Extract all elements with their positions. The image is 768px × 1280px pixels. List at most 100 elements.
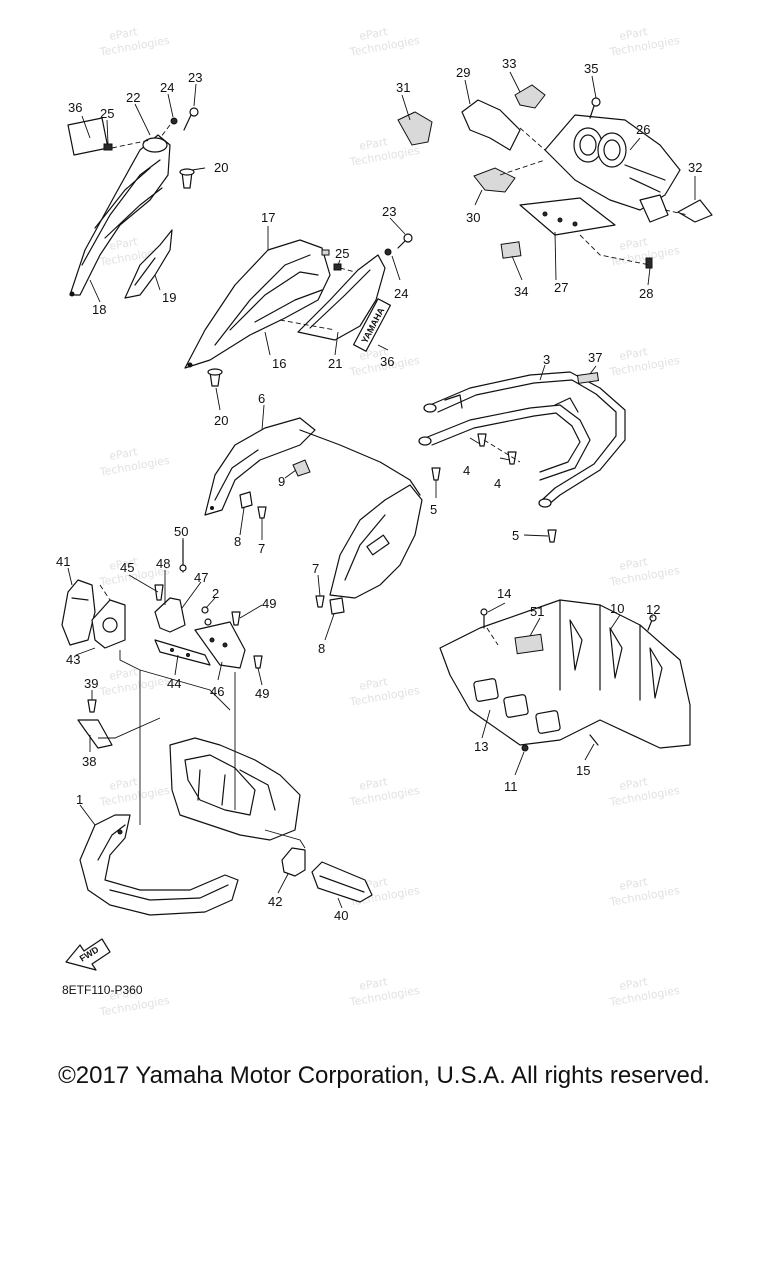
callouts: 1 2 3 4 4 5 5 6 7 7 8 8 9 10 11 12 13 14… (56, 56, 702, 923)
bracket-44 (154, 639, 211, 666)
callout-33: 33 (502, 56, 516, 71)
bolt-20-upper (179, 168, 195, 189)
svg-text:ePart: ePart (358, 25, 389, 43)
callout-2: 2 (212, 586, 219, 601)
callout-38: 38 (82, 754, 96, 769)
callout-3: 3 (543, 352, 550, 367)
clip-25-left (103, 143, 113, 151)
callout-23: 23 (382, 204, 396, 219)
svg-text:ePart: ePart (618, 775, 649, 793)
left-trim-piece (124, 229, 173, 299)
bolt-5-a (431, 467, 441, 481)
bolt-49-lower (253, 655, 263, 669)
assembly-line (99, 584, 111, 601)
callout-10: 10 (610, 601, 624, 616)
screws-2 (201, 606, 212, 626)
callout-25: 25 (335, 246, 349, 261)
bolt-7-upper (257, 506, 267, 519)
callout-7: 7 (312, 561, 319, 576)
callout-32: 32 (688, 160, 702, 175)
leader-lines (67, 71, 696, 909)
svg-text:ePart: ePart (108, 445, 139, 463)
callout-40: 40 (334, 908, 348, 923)
svg-text:ePart: ePart (108, 555, 139, 573)
callout-42: 42 (268, 894, 282, 909)
svg-text:ePart: ePart (618, 345, 649, 363)
callout-49: 49 (255, 686, 269, 701)
svg-text:ePart: ePart (108, 25, 139, 43)
assembly-line (264, 829, 306, 849)
callout-18: 18 (92, 302, 106, 317)
assembly-line (483, 439, 521, 463)
bracket-42 (281, 847, 306, 877)
bracket-41 (61, 579, 96, 646)
assembly-line (486, 627, 499, 646)
callout-47: 47 (194, 570, 208, 585)
callout-20: 20 (214, 413, 228, 428)
assembly-line (579, 234, 651, 266)
svg-text:ePart: ePart (618, 975, 649, 993)
callout-16: 16 (272, 356, 286, 371)
bolt-50 (179, 539, 187, 573)
bolt-39 (87, 699, 97, 713)
callout-23: 23 (188, 70, 202, 85)
callout-37: 37 (588, 350, 602, 365)
fwd-arrow-icon: FWD (65, 938, 111, 971)
callout-29: 29 (456, 65, 470, 80)
washer-24-left (170, 117, 178, 125)
callout-26: 26 (636, 122, 650, 137)
callout-39: 39 (84, 676, 98, 691)
callout-25: 25 (100, 106, 114, 121)
bracket-32 (677, 199, 713, 223)
assembly-line (111, 139, 151, 149)
rear-flap-assembly (439, 599, 691, 749)
bolt-23-left (183, 107, 199, 131)
svg-text:ePart: ePart (108, 775, 139, 793)
svg-text:ePart: ePart (358, 975, 389, 993)
bracket-48 (154, 597, 186, 633)
label-51 (514, 633, 544, 655)
callout-1: 1 (76, 792, 83, 807)
gauge-mount-plate-27 (519, 197, 616, 236)
callout-48: 48 (156, 556, 170, 571)
callout-9: 9 (278, 474, 285, 489)
bracket-38 (77, 719, 113, 749)
rear-handle-bar (418, 371, 626, 508)
bolt-23-center (397, 233, 413, 249)
right-cowl-side-21 (297, 254, 386, 341)
callout-4: 4 (463, 463, 470, 478)
cover-31 (397, 111, 433, 146)
washer-24-center (384, 248, 392, 256)
handle-40 (311, 861, 373, 903)
callout-8: 8 (318, 641, 325, 656)
center-cowl-panel (184, 239, 331, 369)
frame-chassis (169, 737, 301, 841)
callout-11: 11 (504, 779, 518, 794)
svg-text:ePart: ePart (108, 985, 139, 1003)
decal-37 (576, 372, 600, 384)
svg-text:ePart: ePart (358, 775, 389, 793)
diagram-code: 8ETF110-P360 (62, 983, 143, 997)
svg-text:ePart: ePart (618, 555, 649, 573)
svg-text:ePart: ePart (618, 235, 649, 253)
callout-4: 4 (494, 476, 501, 491)
callout-36: 36 (380, 354, 394, 369)
callout-51: 51 (530, 604, 544, 619)
callout-35: 35 (584, 61, 598, 76)
callout-14: 14 (497, 586, 511, 601)
bracket-33 (514, 84, 546, 109)
bolt-7-lower (315, 595, 325, 608)
screw-12 (647, 614, 657, 631)
callout-44: 44 (167, 676, 181, 691)
